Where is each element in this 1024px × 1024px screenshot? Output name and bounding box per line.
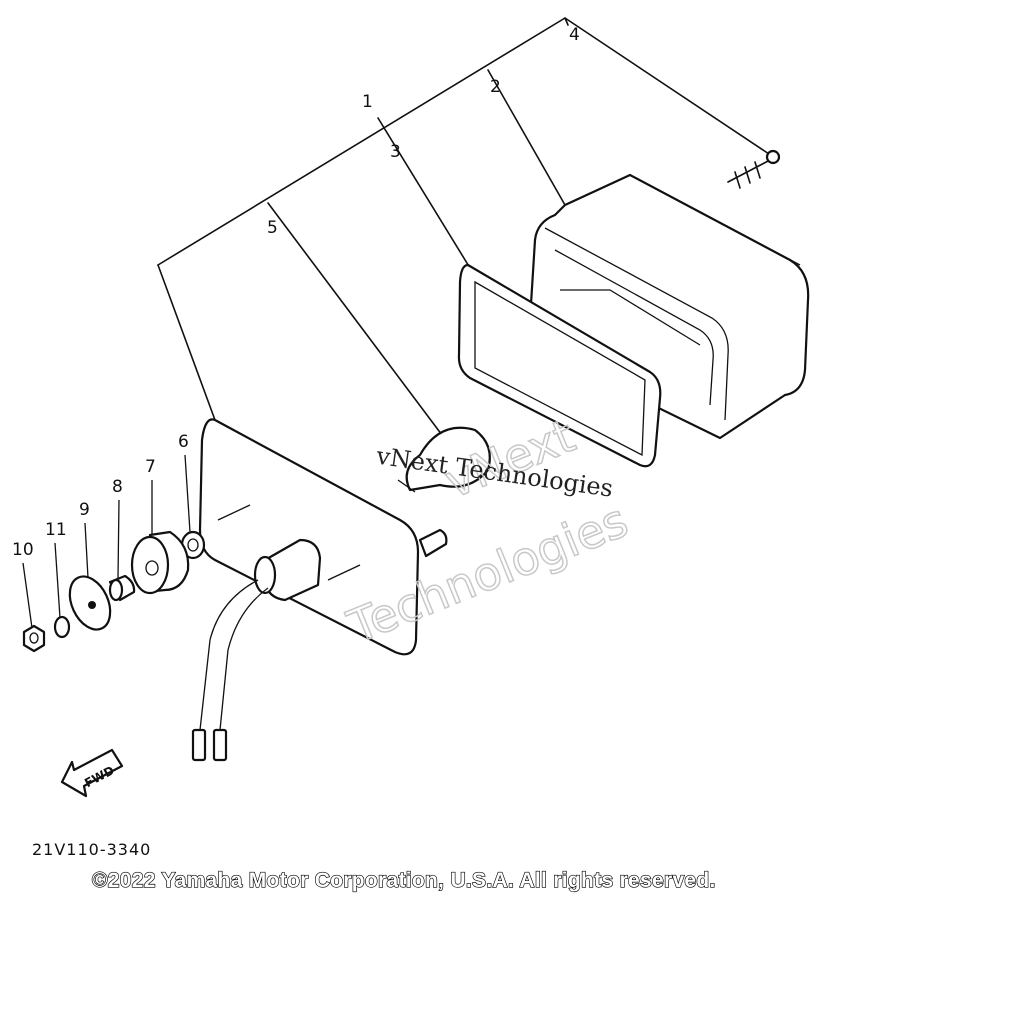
gasket-part [457,263,662,468]
callout-numbers: 1 2 3 4 5 6 7 8 9 10 11 [12,25,580,560]
callout-leaders [22,454,191,629]
callout-2: 2 [490,77,501,97]
callout-1: 1 [362,92,373,112]
washer-part [180,530,206,560]
callout-5: 5 [267,218,278,238]
callout-4: 4 [569,25,580,45]
callout-8: 8 [112,477,123,497]
screw-part [727,149,781,189]
part-code: 21V110-3340 [32,840,151,859]
callout-7: 7 [145,457,156,477]
bulb-part [397,426,491,493]
collar-part [108,574,136,602]
lock-washer-part [53,615,71,639]
callout-6: 6 [178,432,189,452]
callout-10: 10 [12,540,34,560]
forward-direction-arrow: FWD [60,748,124,798]
nut-part [22,624,46,653]
callout-3: 3 [390,142,401,162]
leader-lines [157,17,776,436]
plate-washer-part [68,575,112,631]
callout-9: 9 [79,500,90,520]
copyright-notice: ©2022 Yamaha Motor Corporation, U.S.A. A… [92,869,716,892]
callout-11: 11 [45,520,67,540]
grommet-part [130,530,190,595]
base-plate-part [191,418,448,762]
